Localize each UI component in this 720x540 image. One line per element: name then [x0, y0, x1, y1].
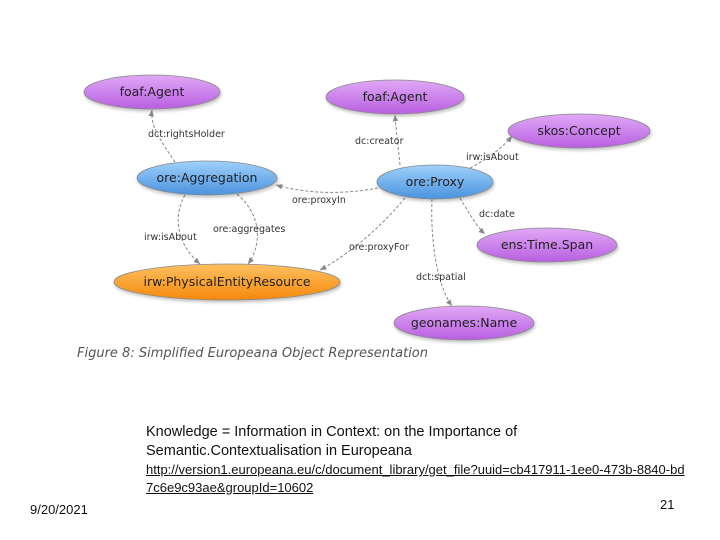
node-concept: skos:Concept: [507, 113, 651, 149]
edge-label: ore:proxyFor: [349, 242, 409, 253]
edge-label: dct:spatial: [416, 272, 466, 283]
edge-label: irw:isAbout: [466, 152, 519, 163]
node-shape: [507, 113, 651, 149]
edge-proxy-timespan: [459, 197, 486, 235]
node-shape: [83, 74, 221, 110]
edge-proxy-geonames: [431, 198, 453, 307]
slide-date: 9/20/2021: [30, 502, 88, 517]
node-label: ore:Aggregation: [157, 170, 258, 185]
node-label: geonames:Name: [411, 315, 518, 330]
edge-proxy-agent2: [392, 114, 401, 166]
node-shape: [393, 305, 535, 341]
edge-label: dct:rightsHolder: [148, 129, 225, 140]
node-agent2: foaf:Agent: [325, 79, 465, 115]
edge-proxy-physical: [319, 197, 406, 271]
node-aggregation: ore:Aggregation: [136, 160, 278, 196]
node-shape: [113, 263, 341, 301]
edge-proxy-aggregation: [275, 184, 379, 193]
edge-label: ore:proxyIn: [292, 195, 346, 206]
source-link[interactable]: http://version1.europeana.eu/c/document_…: [146, 462, 685, 495]
edge-label: irw:isAbout: [144, 232, 197, 243]
edge-proxy-concept: [469, 135, 513, 169]
node-label: skos:Concept: [537, 123, 620, 138]
node-shape: [325, 79, 465, 115]
node-timespan: ens:Time.Span: [476, 227, 618, 263]
node-shape: [136, 160, 278, 196]
node-agent1: foaf:Agent: [83, 74, 221, 110]
footer-title: Knowledge = Information in Context: on t…: [146, 424, 518, 459]
node-shape: [476, 227, 618, 263]
edge-label: dc:creator: [355, 136, 404, 147]
edge-label: dc:date: [479, 209, 515, 220]
node-label: ens:Time.Span: [501, 237, 593, 252]
node-label: irw:PhysicalEntityResource: [143, 274, 310, 289]
node-label: foaf:Agent: [120, 84, 185, 99]
edge-aggregation-agent1: [148, 109, 176, 163]
node-shape: [376, 164, 494, 200]
page-number: 21: [660, 497, 675, 512]
node-label: foaf:Agent: [363, 89, 428, 104]
edge-aggregation-physical: [236, 193, 258, 265]
europeana-object-diagram: dct:rightsHolderdc:creatorirw:isAboutore…: [83, 74, 651, 341]
figure-caption: Figure 8: Simplified Europeana Object Re…: [77, 346, 428, 361]
edge-label: ore:aggregates: [213, 224, 285, 235]
node-label: ore:Proxy: [406, 174, 465, 189]
node-physical: irw:PhysicalEntityResource: [113, 263, 341, 301]
edge-aggregation-physical: [177, 194, 201, 265]
node-geonames: geonames:Name: [393, 305, 535, 341]
node-proxy: ore:Proxy: [376, 164, 494, 200]
